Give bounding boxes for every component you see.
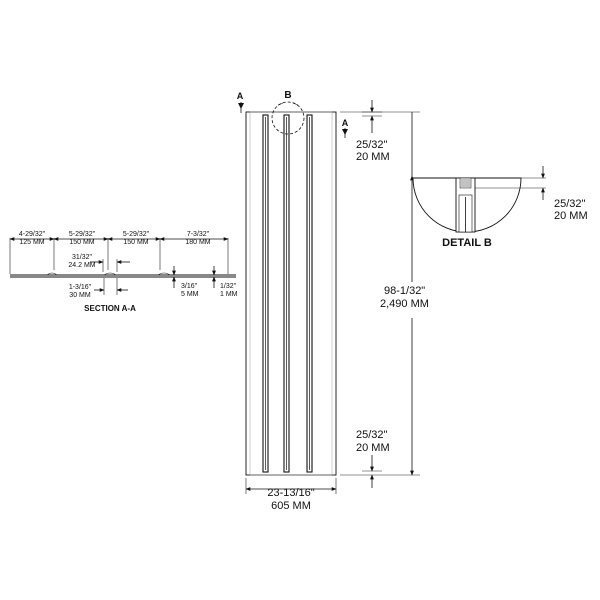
section-arrow-letter: A (342, 118, 349, 128)
section-groove-mm: 24.2 MM (68, 262, 95, 269)
detail-marker-tick (277, 102, 284, 106)
section-d4-inches: 7-3/32" (187, 231, 210, 238)
height-mm: 2,490 MM (380, 298, 429, 310)
section-arrow-left: A (237, 91, 244, 113)
detail-b-dim-inches: 25/32" (554, 198, 586, 210)
panel-inner-edge (249, 111, 333, 476)
detail-b: 25/32" 20 MM DETAIL B (412, 166, 588, 249)
panel-outline (245, 111, 337, 476)
height-dimension: 98-1/32" 2,490 MM (340, 111, 429, 476)
detail-b-dim-mm: 20 MM (554, 210, 588, 222)
section-arrow-right: A (342, 118, 349, 138)
bottom-inset-inches: 25/32" (356, 429, 388, 441)
section-d3-inches: 5-29/32" (123, 231, 150, 238)
section-d3-mm: 150 MM (123, 239, 148, 246)
section-d2-mm: 150 MM (69, 239, 94, 246)
section-d1-mm: 125 MM (19, 239, 44, 246)
panel-elevation: B (245, 90, 337, 476)
width-mm: 605 MM (271, 500, 311, 512)
section-groove (46, 272, 58, 276)
section-depth-inches: 3/16" (181, 283, 198, 290)
section-edge-mm: 1 MM (220, 291, 238, 298)
section-d1-inches: 4-29/32" (19, 231, 46, 238)
detail-b-title: DETAIL B (442, 237, 492, 249)
section-bottom-inches: 1-3/16" (69, 284, 92, 291)
top-inset-dimension: 25/32" 20 MM (356, 100, 390, 163)
top-inset-inches: 25/32" (356, 139, 388, 151)
height-inches: 98-1/32" (384, 285, 425, 297)
detail-b-callout-circle (271, 101, 305, 135)
section-groove (103, 272, 117, 276)
bottom-inset-dimension: 25/32" 20 MM (356, 429, 390, 488)
panel-channel (283, 114, 290, 473)
section-groove (157, 272, 171, 276)
section-edge-inches: 1/32" (220, 283, 237, 290)
panel-channel (262, 114, 269, 473)
section-groove-inches: 31/32" (72, 254, 93, 261)
width-dimension: 23-13/16" 605 MM (245, 478, 337, 512)
section-aa-title: SECTION A-A (84, 304, 136, 313)
section-d4-mm: 180 MM (185, 239, 210, 246)
top-inset-mm: 20 MM (356, 151, 390, 163)
section-d2-inches: 5-29/32" (69, 231, 96, 238)
panel-channel (306, 114, 313, 473)
bottom-inset-mm: 20 MM (356, 442, 390, 454)
section-depth-mm: 5 MM (181, 291, 199, 298)
section-bottom-mm: 30 MM (69, 292, 91, 299)
width-inches: 23-13/16" (267, 487, 314, 499)
detail-b-marker: B (284, 90, 291, 101)
section-arrow-letter: A (237, 91, 244, 101)
section-aa: 4-29/32" 125 MM 5-29/32" 150 MM 5-29/32"… (9, 231, 238, 313)
detail-marker-tick (292, 102, 299, 106)
